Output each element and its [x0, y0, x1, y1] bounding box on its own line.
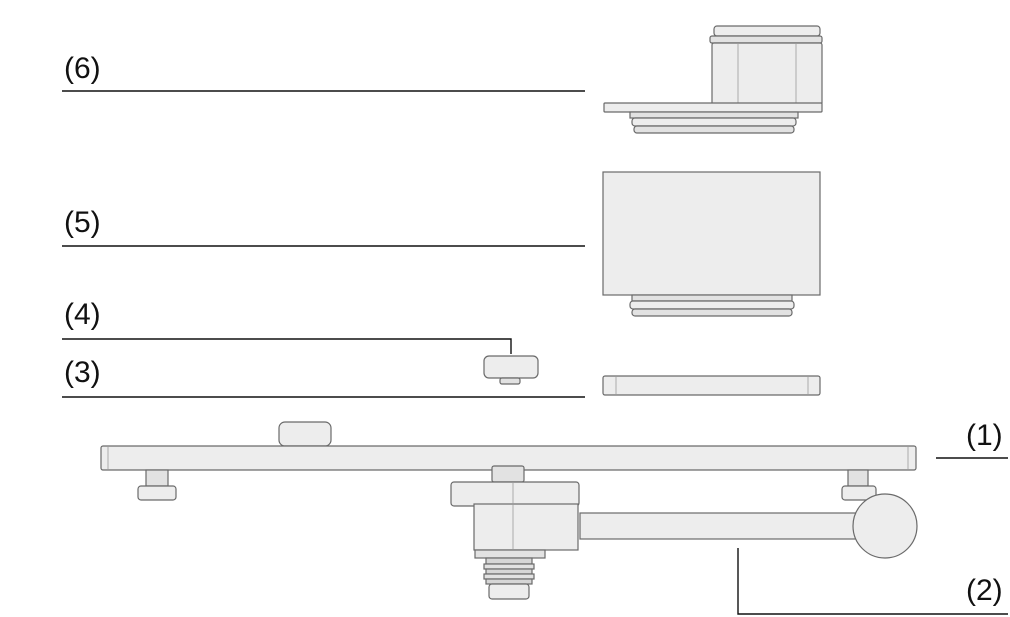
callout-4-label: (4) — [64, 298, 101, 331]
part-1-base-rail — [100, 421, 917, 501]
callout-4: (4) — [62, 298, 512, 354]
part-5-housing-block — [602, 171, 821, 317]
callout-5-label: (5) — [64, 206, 101, 239]
part-2-clamp-arm — [450, 481, 918, 600]
callout-2: (2) — [737, 548, 1008, 615]
callout-4-leader — [62, 338, 512, 354]
part-4-small-cap — [483, 355, 539, 385]
callout-6: (6) — [62, 52, 585, 92]
callout-5: (5) — [62, 206, 585, 247]
callout-3: (3) — [62, 356, 585, 398]
callout-1-label: (1) — [966, 419, 1003, 452]
part-6-connector-head — [603, 25, 823, 134]
callout-3-label: (3) — [64, 356, 101, 389]
part-3-flat-plate — [602, 375, 821, 396]
callout-6-label: (6) — [64, 52, 101, 85]
callout-2-label: (2) — [966, 574, 1003, 607]
callout-2-leader — [737, 548, 1008, 615]
callout-1: (1) — [936, 419, 1008, 459]
